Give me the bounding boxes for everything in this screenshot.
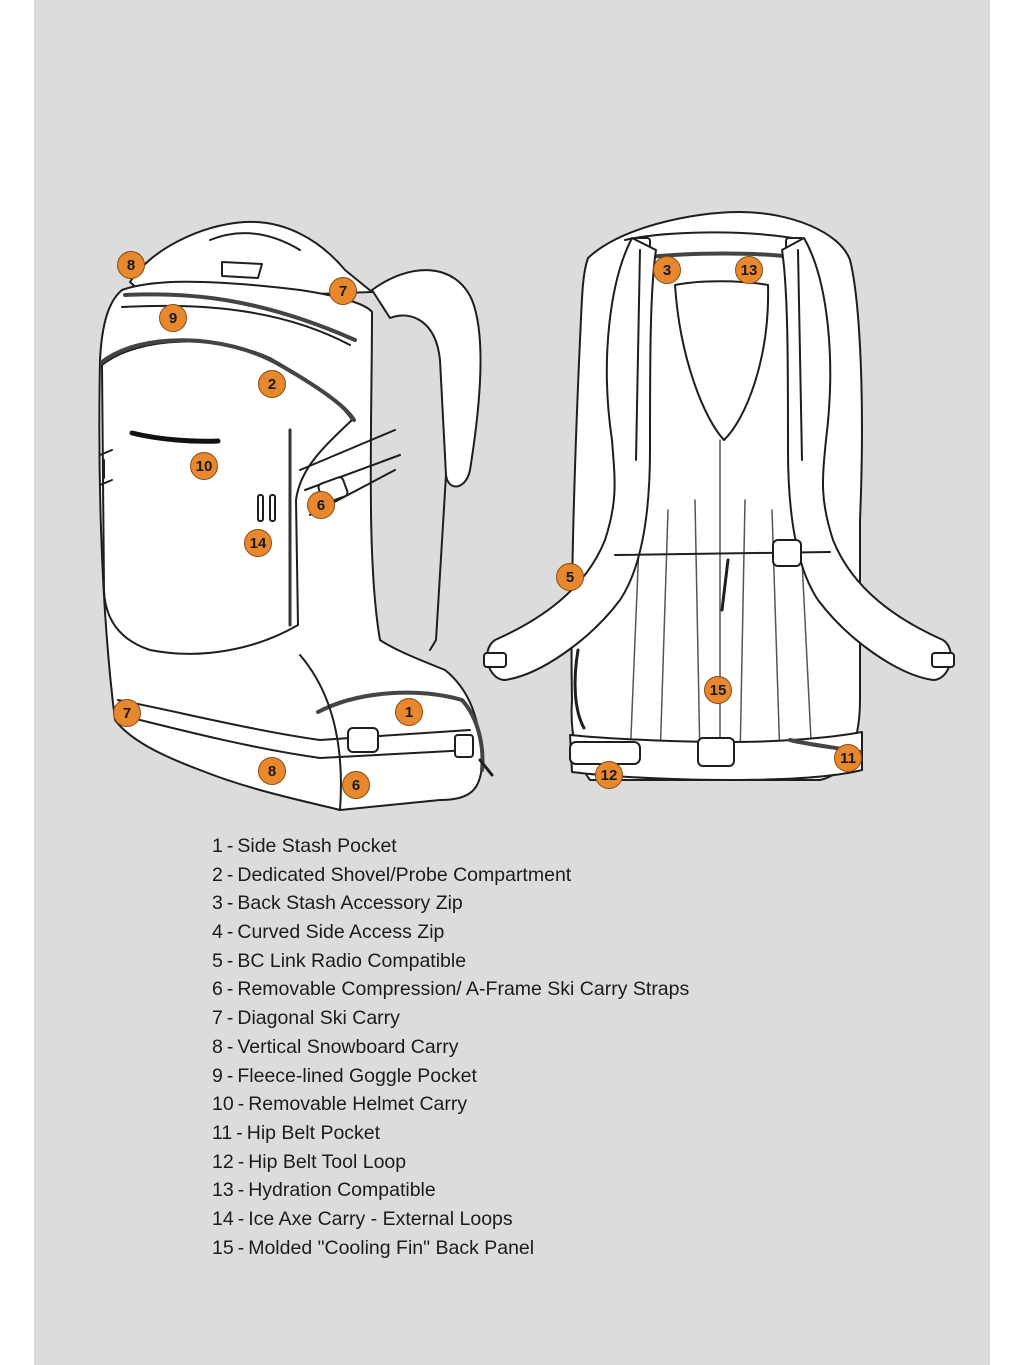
legend-item: 2-Dedicated Shovel/Probe Compartment (212, 861, 912, 890)
legend-separator: - (226, 978, 234, 1001)
legend-separator: - (236, 1121, 243, 1144)
legend-separator: - (226, 1007, 234, 1030)
legend-item: 8-Vertical Snowboard Carry (212, 1033, 912, 1062)
callout-14: 14 (244, 529, 272, 557)
callout-6: 6 (307, 491, 335, 519)
callout-2: 2 (258, 370, 286, 398)
legend-item: 13-Hydration Compatible (212, 1176, 912, 1205)
legend-number: 7 (212, 1007, 223, 1030)
legend-separator: - (226, 921, 234, 944)
legend-separator: - (237, 1236, 245, 1259)
callout-6: 6 (342, 771, 370, 799)
legend-item: 3-Back Stash Accessory Zip (212, 889, 912, 918)
legend-number: 9 (212, 1064, 223, 1087)
legend-number: 13 (212, 1179, 234, 1202)
back-left-shoulder-strap (486, 237, 657, 681)
legend-label: Curved Side Access Zip (237, 921, 445, 944)
legend-item: 11-Hip Belt Pocket (212, 1119, 912, 1148)
legend-separator: - (226, 1064, 234, 1087)
legend-number: 15 (212, 1236, 234, 1259)
callout-1: 1 (395, 698, 423, 726)
legend-number: 3 (212, 892, 223, 915)
legend-item: 15-Molded "Cooling Fin" Back Panel (212, 1234, 912, 1263)
legend-label: Fleece-lined Goggle Pocket (237, 1064, 477, 1087)
legend-separator: - (237, 1150, 245, 1173)
front-shoulder-strap (371, 269, 482, 488)
callout-15: 15 (704, 676, 732, 704)
legend-separator: - (226, 835, 234, 857)
callout-13: 13 (735, 256, 763, 284)
callout-7: 7 (113, 699, 141, 727)
legend-item: 5-BC Link Radio Compatible (212, 947, 912, 976)
front-helmet-slot (129, 430, 221, 444)
legend-label: Dedicated Shovel/Probe Compartment (237, 863, 572, 886)
legend-item: 7-Diagonal Ski Carry (212, 1004, 912, 1033)
legend-number: 4 (212, 921, 223, 944)
legend-number: 12 (212, 1150, 234, 1173)
legend-separator: - (237, 1207, 245, 1230)
callout-3: 3 (653, 256, 681, 284)
legend-number: 11 (212, 1121, 233, 1144)
legend-separator: - (226, 949, 234, 972)
legend-separator: - (226, 892, 234, 915)
legend-separator: - (237, 1093, 245, 1116)
legend-number: 5 (212, 949, 223, 972)
legend-number: 2 (212, 863, 223, 886)
legend-item: 14-Ice Axe Carry - External Loops (212, 1205, 912, 1234)
legend-separator: - (226, 863, 234, 886)
legend-item: 6-Removable Compression/ A-Frame Ski Car… (212, 975, 912, 1004)
legend-label: Removable Helmet Carry (248, 1093, 468, 1116)
legend-item: 4-Curved Side Access Zip (212, 918, 912, 947)
callout-9: 9 (159, 304, 187, 332)
legend-label: Removable Compression/ A-Frame Ski Carry… (237, 978, 690, 1001)
legend-item: 1-Side Stash Pocket (212, 832, 912, 861)
legend-number: 1 (212, 835, 223, 857)
callout-8: 8 (117, 251, 145, 279)
legend-number: 14 (212, 1207, 234, 1230)
callout-10: 10 (190, 452, 218, 480)
legend-separator: - (237, 1179, 245, 1202)
legend-label: Hip Belt Pocket (246, 1121, 381, 1144)
legend-label: Molded "Cooling Fin" Back Panel (248, 1236, 535, 1259)
legend-label: Hip Belt Tool Loop (248, 1150, 407, 1173)
legend-item: 12-Hip Belt Tool Loop (212, 1148, 912, 1177)
legend-number: 10 (212, 1093, 234, 1116)
back-right-shoulder-strap (781, 237, 952, 681)
back-cooling-panel (674, 280, 770, 441)
legend-separator: - (226, 1035, 234, 1058)
front-bottom-strap (117, 699, 471, 741)
callout-7: 7 (329, 277, 357, 305)
callout-12: 12 (595, 761, 623, 789)
legend-number: 6 (212, 978, 223, 1001)
legend-number: 8 (212, 1035, 223, 1058)
front-top-lid (129, 220, 373, 301)
legend-item: 9-Fleece-lined Goggle Pocket (212, 1062, 912, 1091)
legend-label: Side Stash Pocket (237, 835, 397, 857)
callout-11: 11 (834, 744, 862, 772)
callout-8: 8 (258, 757, 286, 785)
legend-label: Back Stash Accessory Zip (237, 892, 463, 915)
legend-label: BC Link Radio Compatible (237, 949, 467, 972)
callout-5: 5 (556, 563, 584, 591)
legend-label: Vertical Snowboard Carry (237, 1035, 459, 1058)
legend-label: Ice Axe Carry - External Loops (248, 1207, 513, 1230)
legend-label: Diagonal Ski Carry (237, 1007, 400, 1030)
legend-item: 10-Removable Helmet Carry (212, 1090, 912, 1119)
legend-label: Hydration Compatible (248, 1179, 436, 1202)
